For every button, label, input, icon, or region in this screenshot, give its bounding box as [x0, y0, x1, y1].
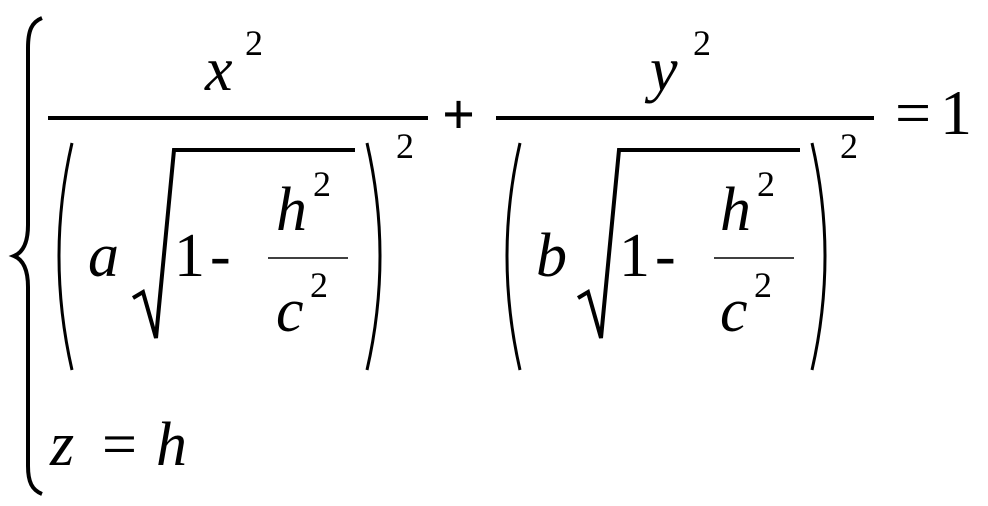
frac2-numerator-exp: 2 — [693, 23, 711, 63]
frac1-inner-num-var: h — [276, 176, 307, 244]
equals-sign: = — [895, 77, 931, 148]
frac2-left-paren — [505, 142, 522, 371]
frac2-coefficient: b — [536, 222, 567, 290]
plus-sign: + — [442, 82, 475, 147]
equation-line-2: z = h — [49, 411, 187, 479]
frac2-inner-den-exp: 2 — [754, 265, 772, 305]
frac1-radical-sign — [131, 148, 355, 339]
frac2-minus: - — [655, 222, 676, 290]
frac1-inner-num-exp: 2 — [313, 164, 331, 204]
frac1-one: 1 — [174, 222, 205, 290]
frac1-numerator-exp: 2 — [245, 23, 263, 63]
frac2-outer-exp: 2 — [840, 126, 858, 166]
frac1-minus: - — [210, 222, 231, 290]
frac2-radical-sign — [576, 148, 800, 339]
fraction-2: y 2 2 b 1 - h 2 c 2 — [496, 23, 874, 371]
frac1-right-paren — [365, 142, 382, 371]
frac2-inner-num-var: h — [720, 176, 751, 244]
frac2-one: 1 — [619, 222, 650, 290]
frac1-outer-exp: 2 — [396, 126, 414, 166]
frac2-inner-den-var: c — [720, 277, 748, 345]
frac1-numerator-var: x — [204, 36, 233, 104]
line2-equals: = — [102, 411, 137, 479]
left-brace — [8, 16, 43, 496]
frac2-inner-num-exp: 2 — [757, 164, 775, 204]
frac1-inner-den-var: c — [276, 277, 304, 345]
line2-rhs: h — [156, 411, 187, 479]
frac1-inner-den-exp: 2 — [310, 265, 328, 305]
fraction-1: x 2 2 a 1 - h 2 c 2 — [48, 23, 428, 371]
frac2-numerator-var: y — [644, 36, 678, 104]
frac2-right-paren — [810, 142, 827, 371]
frac1-coefficient: a — [88, 222, 119, 290]
frac1-left-paren — [57, 142, 74, 371]
line2-lhs: z — [49, 411, 74, 479]
rhs-one: 1 — [940, 77, 972, 148]
